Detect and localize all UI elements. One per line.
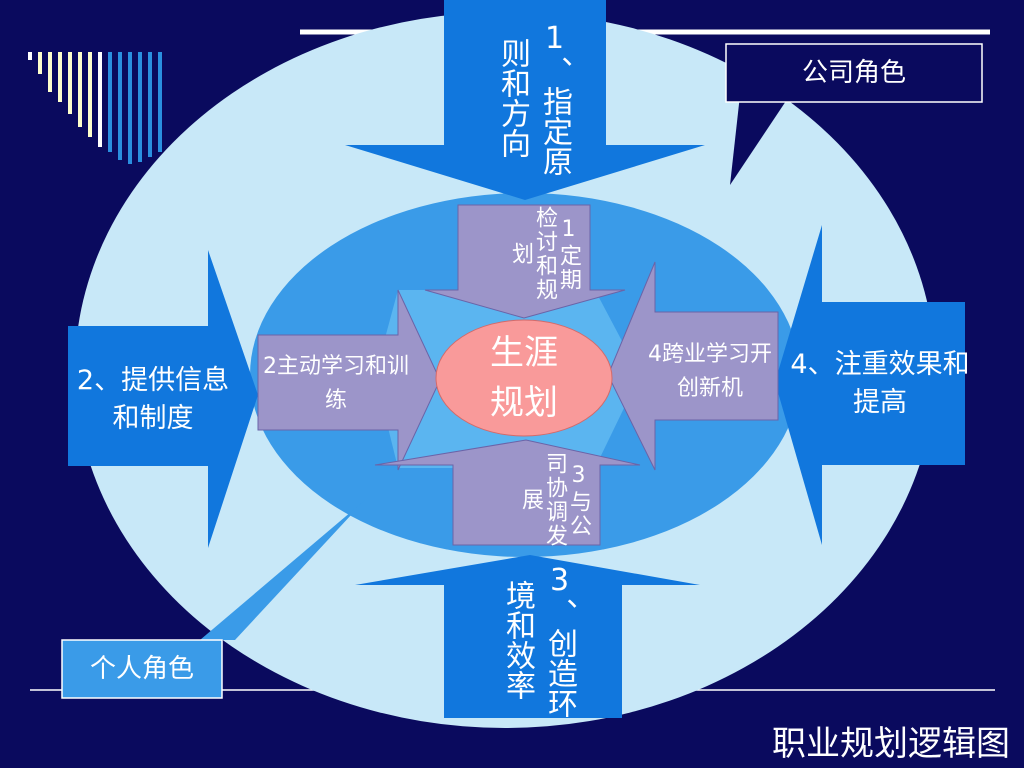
footer-title: 职业规划逻辑图 — [772, 724, 1010, 764]
center-line-2: 规划 — [490, 383, 558, 423]
company-role-label: 公司角色 — [801, 58, 906, 88]
inner-right-label: 4跨业学习开创新机 — [648, 342, 772, 401]
inner-bottom-label: 3与公司协调发展 — [518, 452, 591, 548]
outer-bottom-label: 3、创造环境和效率 — [500, 562, 577, 718]
inner-top-label: 1定期检讨和规划 — [508, 206, 581, 302]
outer-left-label: 2、提供信息和制度 — [76, 365, 230, 434]
inner-left-label: 2主动学习和训练 — [263, 354, 409, 413]
personal-role-pointer — [200, 500, 365, 640]
center-ellipse — [435, 319, 613, 437]
inner-arrow-bottom — [374, 439, 641, 546]
outer-top-label: 1、指定原则和方向 — [495, 20, 572, 176]
center-line-1: 生涯 — [490, 333, 558, 373]
inner-arrow-left — [257, 289, 441, 471]
corner-stripes-decoration — [28, 52, 162, 164]
inner-arrow-right — [607, 261, 779, 471]
company-role-pointer — [730, 95, 790, 185]
personal-role-box — [61, 639, 223, 699]
outer-arrow-top — [345, 0, 705, 200]
outer-arrow-left — [68, 250, 258, 548]
outer-right-label: 4、注重效果和提高 — [790, 349, 970, 418]
outer-arrow-right — [775, 225, 965, 545]
personal-role-label: 个人角色 — [89, 654, 194, 684]
inner-arrow-top — [424, 204, 626, 319]
outer-arrow-bottom — [355, 555, 700, 718]
center-label: 生涯 规划 — [436, 328, 612, 428]
company-role-box — [725, 43, 983, 103]
